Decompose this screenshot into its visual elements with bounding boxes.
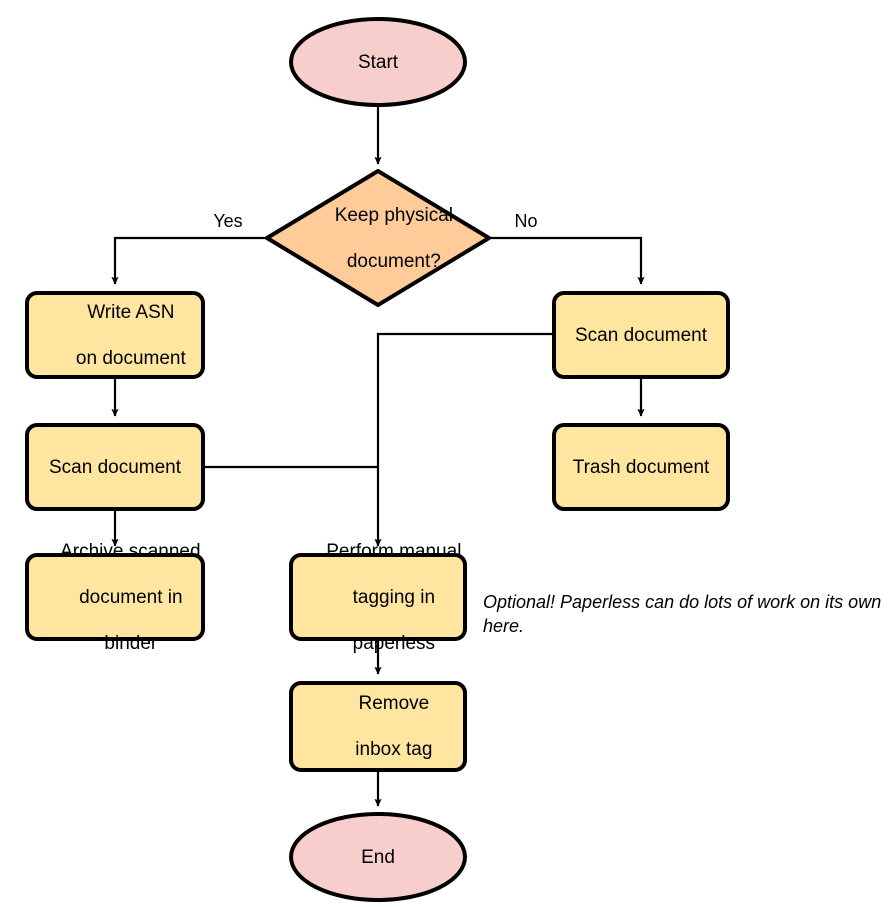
edge-layer: [111, 107, 645, 807]
node-shape-remove-inbox-tag[interactable]: [289, 681, 467, 772]
node-shape-layer: [25, 17, 730, 902]
edge-decision-yes-to-write: [111, 236, 267, 285]
node-shape-archive-scanned-document[interactable]: [25, 553, 205, 641]
node-shape-start[interactable]: [289, 17, 467, 107]
node-shape-end[interactable]: [289, 812, 467, 902]
node-shape-trash-document[interactable]: [552, 423, 730, 511]
edge-scan-right-to-tag: [374, 332, 552, 547]
node-shape-perform-manual-tagging[interactable]: [289, 553, 467, 641]
edge-decision-no-to-scan-right: [490, 236, 645, 285]
node-shape-write-asn[interactable]: [25, 291, 205, 379]
node-shape-scan-document-right[interactable]: [552, 291, 730, 379]
node-shape-decision[interactable]: [265, 169, 491, 307]
node-shape-scan-document-left[interactable]: [25, 423, 205, 511]
